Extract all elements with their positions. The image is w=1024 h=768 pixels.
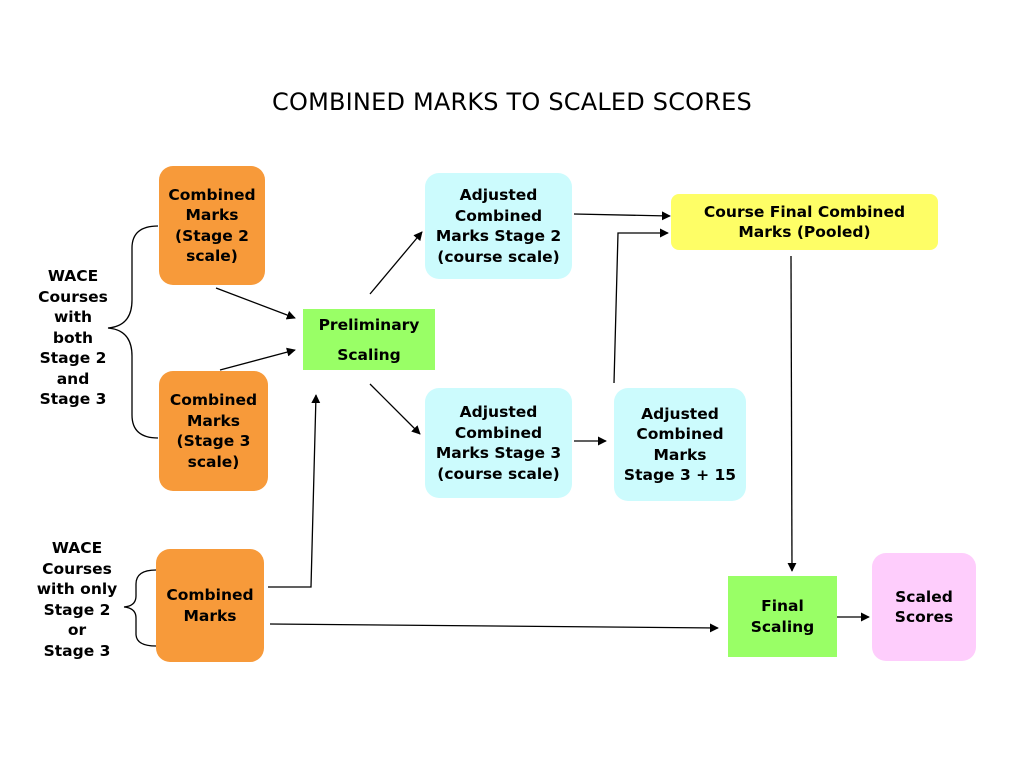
- node-preliminary-scaling: Preliminary Scaling: [303, 309, 435, 370]
- node-adjusted-stage2: Adjusted Combined Marks Stage 2 (course …: [425, 173, 572, 279]
- arrow-stage3-to-preliminary: [219, 347, 296, 371]
- arrow-adjusted-stage2-to-pooled: [573, 211, 671, 221]
- node-preliminary-scaling-label: Preliminary Scaling: [318, 315, 420, 364]
- node-adjusted-stage3: Adjusted Combined Marks Stage 3 (course …: [425, 388, 572, 498]
- arrow-stage2-to-preliminary: [215, 287, 296, 320]
- arrow-preliminary-to-adjusted-stage2: [369, 231, 423, 295]
- node-combined-marks-stage3: Combined Marks (Stage 3 scale): [159, 371, 268, 491]
- node-final-scaling: Final Scaling: [728, 576, 837, 657]
- node-combined-marks: Combined Marks: [156, 549, 264, 662]
- arrow-preliminary-to-adjusted-stage3: [369, 383, 421, 435]
- node-adjusted-stage3-plus15: Adjusted Combined Marks Stage 3 + 15: [614, 388, 746, 501]
- arrow-combined-to-preliminary: [268, 394, 321, 588]
- diagram-title: COMBINED MARKS TO SCALED SCORES: [272, 88, 752, 116]
- group-label-single-stage: WACE Courses with only Stage 2 or Stage …: [36, 539, 118, 660]
- arrow-plus15-to-pooled: [613, 228, 669, 384]
- node-combined-marks-stage2: Combined Marks (Stage 2 scale): [159, 166, 265, 285]
- brace-both-stages: [107, 225, 159, 439]
- arrow-pooled-to-final-scaling: [787, 255, 797, 572]
- node-course-final-pooled: Course Final Combined Marks (Pooled): [671, 194, 938, 250]
- node-scaled-scores: Scaled Scores: [872, 553, 976, 661]
- brace-single-stage: [123, 569, 157, 647]
- arrow-combined-to-final-scaling: [269, 623, 719, 633]
- group-label-both-stages: WACE Courses with both Stage 2 and Stage…: [38, 267, 108, 408]
